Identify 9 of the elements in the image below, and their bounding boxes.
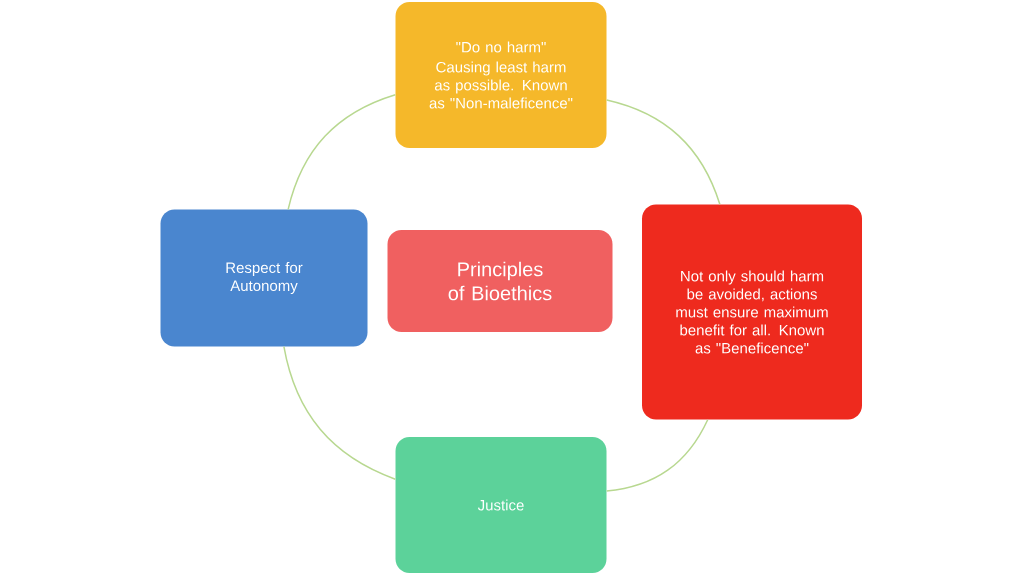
connector-arc xyxy=(605,99,721,206)
text-box: Justice xyxy=(395,437,607,573)
connector-arc xyxy=(287,93,397,211)
text-box: Respect for Autonomy xyxy=(160,209,368,347)
connector-arc xyxy=(283,345,397,480)
text-box: Principles of Bioethics xyxy=(387,230,613,332)
text-box: "Do no harm" Causing least harm as possible. Known as "Non-maleficence" xyxy=(395,2,607,148)
text-box: Not only should harm be avoided, actions must ensure maximum benefit for all. Known as "Beneficence" xyxy=(642,204,862,420)
connector-arc xyxy=(605,418,709,492)
